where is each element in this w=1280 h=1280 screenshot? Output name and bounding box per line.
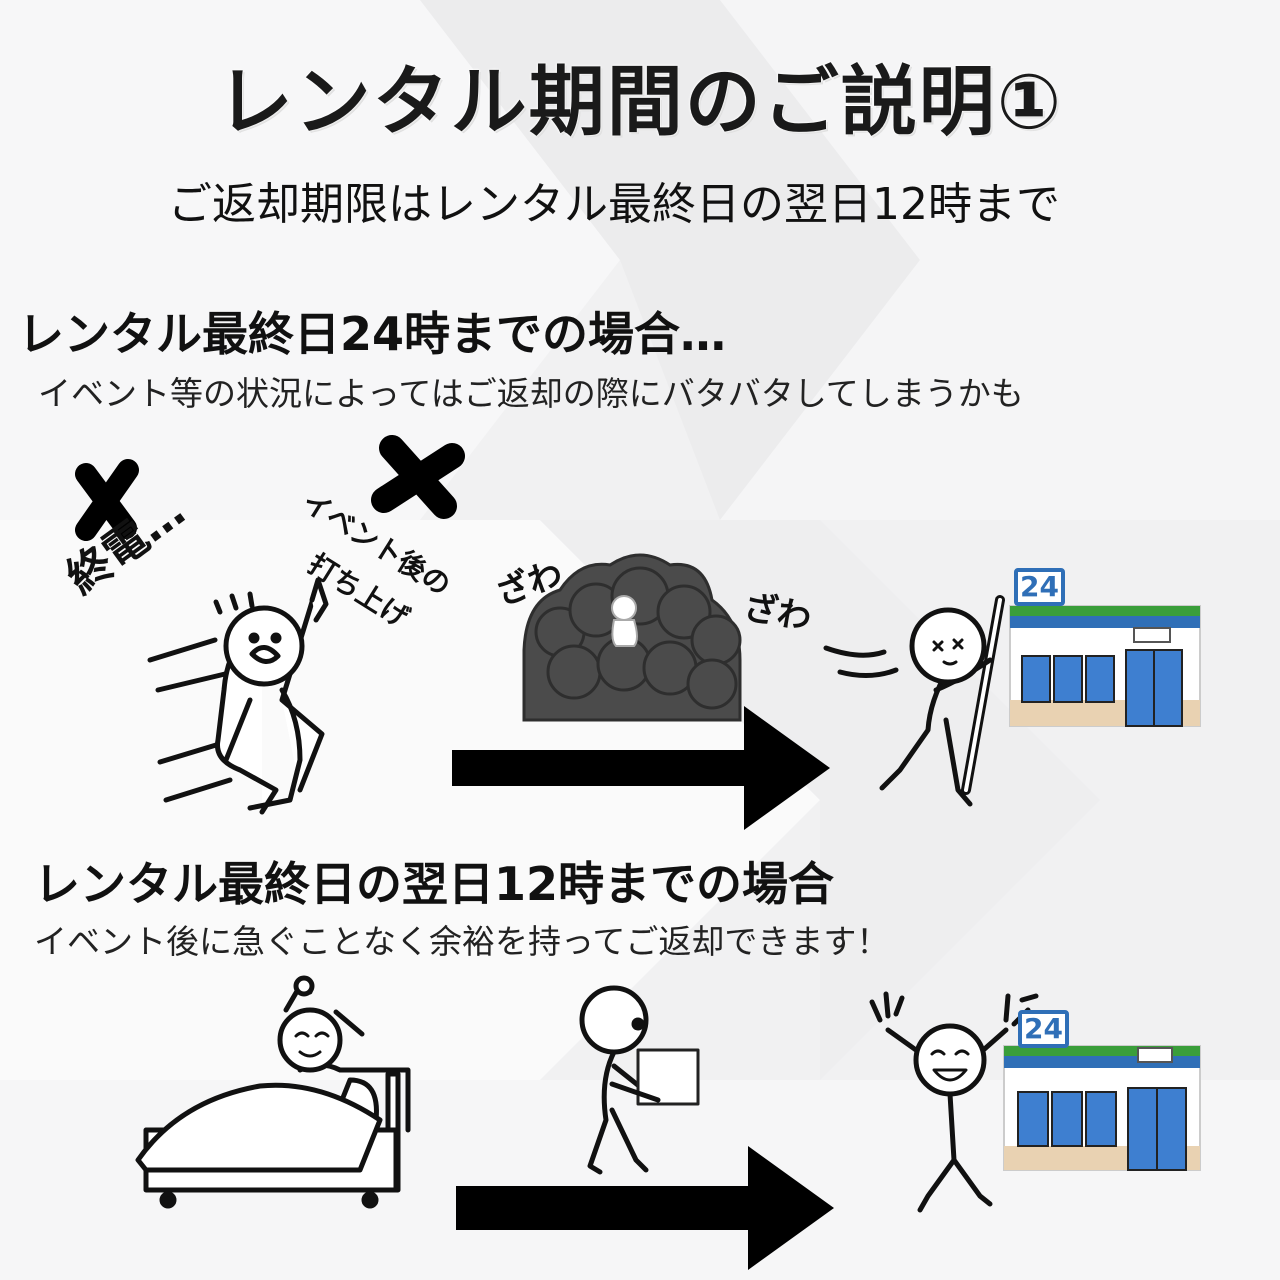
- small-person-in-crowd: [611, 595, 638, 647]
- convenience-store-illustration: [1009, 605, 1201, 727]
- cross-icon: [75, 459, 139, 541]
- exhausted-person-illustration: [823, 595, 1005, 807]
- section2-description: イベント後に急ぐことなく余裕を持ってご返却できます！: [34, 922, 890, 961]
- store-24-sign: 24: [1014, 568, 1065, 606]
- convenience-store-illustration: [1003, 1045, 1201, 1171]
- page-subtitle: ご返却期限はレンタル最終日の翌日12時まで: [168, 179, 1060, 230]
- section1-heading: レンタル最終日24時までの場合…: [18, 307, 727, 361]
- running-person-illustration: [147, 577, 329, 815]
- arrow-icon: [452, 706, 830, 830]
- page-title: レンタル期間のご説明①: [216, 57, 1064, 146]
- arrow-icon: [456, 1146, 834, 1270]
- section2-heading: レンタル最終日の翌日12時までの場合: [34, 857, 835, 911]
- store-24-sign: 24: [1018, 1010, 1069, 1048]
- section1-description: イベント等の状況によってはご返却の際にバタバタしてしまうかも: [38, 374, 1024, 413]
- cross-icon: [371, 435, 465, 519]
- person-carrying-box-illustration: [579, 985, 700, 1175]
- cheering-person-illustration: [869, 991, 1039, 1213]
- bed-illustration: [135, 975, 411, 1209]
